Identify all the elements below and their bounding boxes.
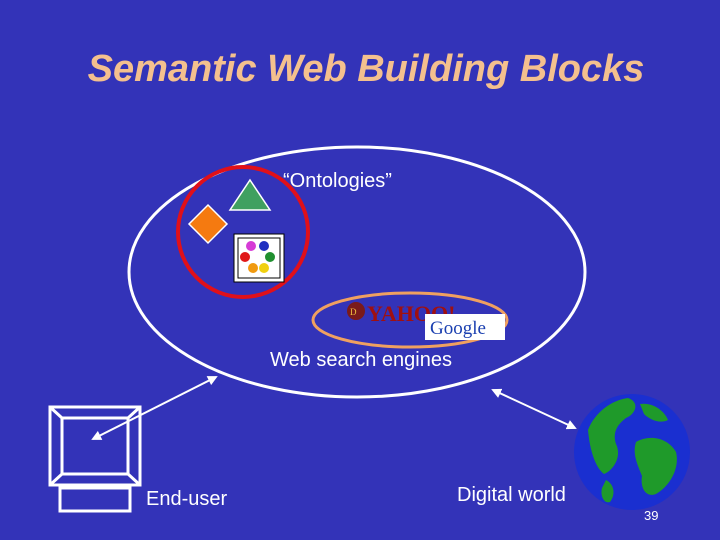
ontologies-label: “Ontologies” <box>283 170 392 192</box>
globe-icon <box>574 394 690 510</box>
google-logo-text: Google <box>430 318 486 339</box>
search-engines-ellipse <box>311 291 509 349</box>
google-logo: Google <box>425 314 505 340</box>
semantic-web-ellipse <box>127 145 587 399</box>
slide-title: Semantic Web Building Blocks <box>87 48 645 90</box>
computer-icon <box>48 405 142 513</box>
triangle-icon <box>228 178 272 211</box>
digital-world-label: Digital world <box>457 484 566 506</box>
svg-text:D: D <box>350 307 357 317</box>
search-engines-label: Web search engines <box>270 349 452 371</box>
end-user-arrow <box>91 376 218 440</box>
digital-world-arrow <box>491 388 577 430</box>
ontology-circle <box>176 165 310 299</box>
dots-box-icon <box>233 233 285 283</box>
page-number: 39 <box>644 508 659 523</box>
end-user-label: End-user <box>146 488 228 510</box>
diamond-icon <box>187 203 229 245</box>
